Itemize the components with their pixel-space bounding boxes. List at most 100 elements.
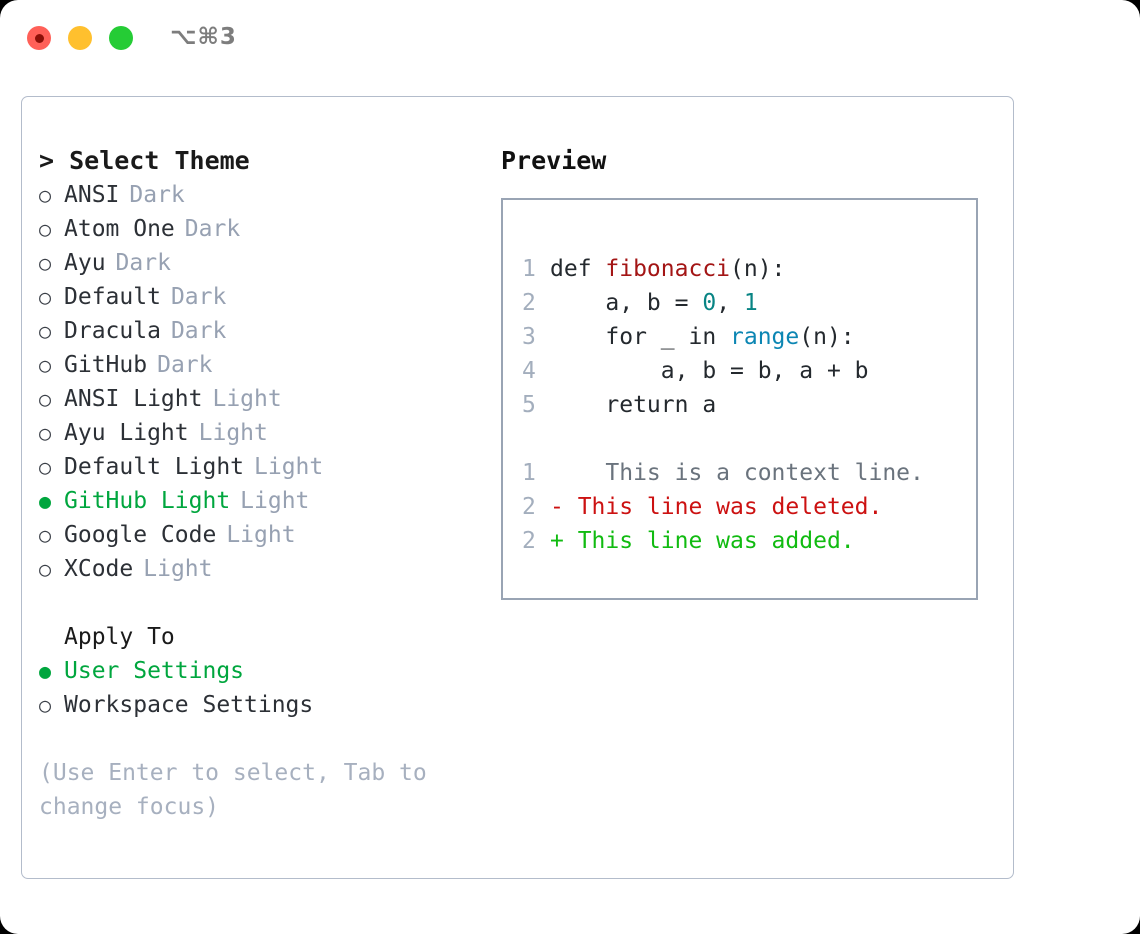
code-line: 3 for _ in range(n): (522, 320, 924, 354)
code-line-content: a, b = 0, 1 (550, 286, 758, 320)
list-spacer (39, 586, 489, 620)
theme-option-kind: Light (143, 556, 213, 582)
line-number: 3 (522, 324, 536, 350)
line-number: 1 (522, 256, 536, 282)
theme-option-label: Google Code (64, 522, 217, 548)
theme-option-kind: Light (240, 488, 310, 514)
line-number: 2 (522, 528, 536, 554)
radio-unselected-icon: ○ (39, 693, 52, 717)
theme-option-kind: Light (198, 420, 268, 446)
code-line-content: for _ in range(n): (550, 320, 855, 354)
theme-option-label: XCode (64, 556, 134, 582)
theme-option-kind: Dark (170, 318, 227, 344)
theme-option-label: ANSI Light (64, 386, 203, 412)
zoom-button[interactable] (109, 26, 133, 50)
diff-line: 2 + This line was added. (522, 524, 924, 558)
theme-option-kind: Dark (157, 352, 213, 378)
radio-unselected-icon: ○ (39, 319, 52, 343)
theme-option[interactable]: ○ Ayu Dark (39, 246, 489, 280)
theme-option-kind: Light (254, 454, 324, 480)
line-number: 2 (522, 494, 536, 520)
code-token: 1 (743, 290, 758, 316)
theme-option-kind: Dark (170, 284, 227, 310)
code-token: (n): (799, 324, 855, 350)
title-bar: ⌥⌘3 (0, 0, 1140, 78)
theme-option-label: Atom One (64, 216, 175, 242)
theme-option-label: Dracula (64, 318, 161, 344)
theme-option-label: ANSI (64, 182, 120, 208)
radio-unselected-icon: ○ (39, 285, 52, 309)
theme-option-kind: Light (226, 522, 296, 548)
code-line: 2 a, b = 0, 1 (522, 286, 924, 320)
theme-option-kind: Light (212, 386, 282, 412)
radio-unselected-icon: ○ (39, 421, 52, 445)
code-token: (n): (730, 256, 786, 282)
radio-unselected-icon: ○ (39, 251, 52, 275)
radio-unselected-icon: ○ (39, 183, 52, 207)
theme-option[interactable]: ○ Ayu Light Light (39, 416, 489, 450)
code-diff-separator (522, 422, 924, 456)
theme-option-label: GitHub (64, 352, 148, 378)
apply-to-list: ● User Settings ○ Workspace Settings (39, 654, 489, 722)
minimize-button[interactable] (68, 26, 92, 50)
diff-line-content: + This line was added. (550, 528, 855, 554)
apply-to-option[interactable]: ● User Settings (39, 654, 489, 688)
line-number: 5 (522, 392, 536, 418)
theme-option[interactable]: ● GitHub Light Light (39, 484, 489, 518)
line-number: 1 (522, 460, 536, 486)
theme-option-kind: Dark (184, 216, 241, 242)
code-token: a, b = (550, 290, 703, 316)
theme-option[interactable]: ○ XCode Light (39, 552, 489, 586)
radio-unselected-icon: ○ (39, 455, 52, 479)
theme-option-label: Ayu Light (64, 420, 189, 446)
code-token: , (716, 290, 744, 316)
line-number: 2 (522, 290, 536, 316)
theme-option[interactable]: ○ Default Dark (39, 280, 489, 314)
code-token: def (550, 256, 606, 282)
radio-unselected-icon: ○ (39, 557, 52, 581)
code-line-content: return a (550, 388, 716, 422)
apply-to-heading: Apply To (64, 624, 175, 650)
code-token: for _ in (550, 324, 731, 350)
theme-option[interactable]: ○ ANSI Dark (39, 178, 489, 212)
code-line: 4 a, b = b, a + b (522, 354, 924, 388)
preview-heading: Preview (501, 146, 607, 175)
select-theme-heading: > Select Theme (39, 146, 250, 175)
theme-option-label: Default (64, 284, 161, 310)
theme-option-kind: Dark (129, 182, 185, 208)
diff-line-content: - This line was deleted. (550, 494, 883, 520)
theme-option[interactable]: ○ Google Code Light (39, 518, 489, 552)
code-token: return a (550, 392, 717, 418)
apply-to-option-label: User Settings (64, 658, 245, 684)
theme-option-kind: Dark (115, 250, 171, 276)
theme-option-label: GitHub Light (64, 488, 231, 514)
diff-line-content: This is a context line. (550, 460, 924, 486)
traffic-lights (27, 26, 133, 50)
theme-option-label: Ayu (64, 250, 106, 276)
keyboard-shortcut-label: ⌥⌘3 (170, 24, 237, 50)
radio-unselected-icon: ○ (39, 523, 52, 547)
radio-selected-icon: ● (39, 659, 52, 683)
diff-line: 2 - This line was deleted. (522, 490, 924, 524)
code-line-content: def fibonacci(n): (550, 252, 785, 286)
radio-selected-icon: ● (39, 489, 52, 513)
code-line: 1 def fibonacci(n): (522, 252, 924, 286)
code-token: fibonacci (605, 256, 731, 282)
close-button[interactable] (27, 26, 51, 50)
theme-option[interactable]: ○ Dracula Dark (39, 314, 489, 348)
apply-to-option[interactable]: ○ Workspace Settings (39, 688, 489, 722)
code-line-content: a, b = b, a + b (550, 354, 869, 388)
apply-to-option-label: Workspace Settings (64, 692, 314, 718)
line-number: 4 (522, 358, 536, 384)
